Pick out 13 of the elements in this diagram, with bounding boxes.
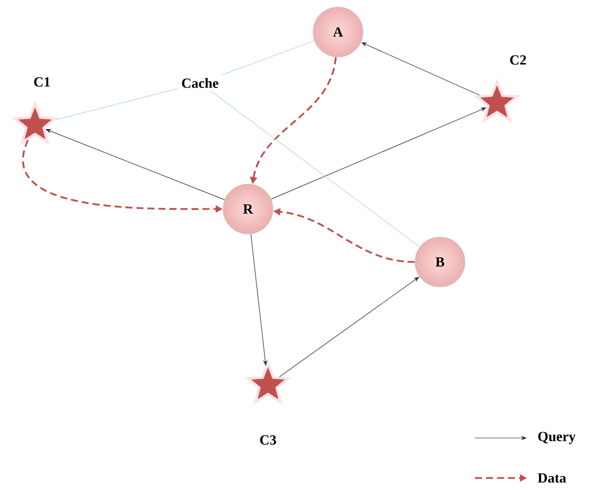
legend-label: Data: [538, 473, 566, 483]
connector-line: [210, 90, 420, 248]
connector-line: [55, 88, 178, 120]
circle-node: R: [222, 184, 274, 234]
star-label: C3: [260, 435, 276, 445]
star-label: C1: [34, 77, 50, 87]
circle-node: A: [312, 6, 364, 58]
circle-node: B: [414, 236, 466, 288]
star-label: C2: [510, 55, 526, 65]
cache-label: Cache: [178, 75, 222, 91]
arrow: [279, 276, 420, 378]
legend-label: Query: [538, 432, 576, 444]
connector-line: [222, 40, 315, 76]
